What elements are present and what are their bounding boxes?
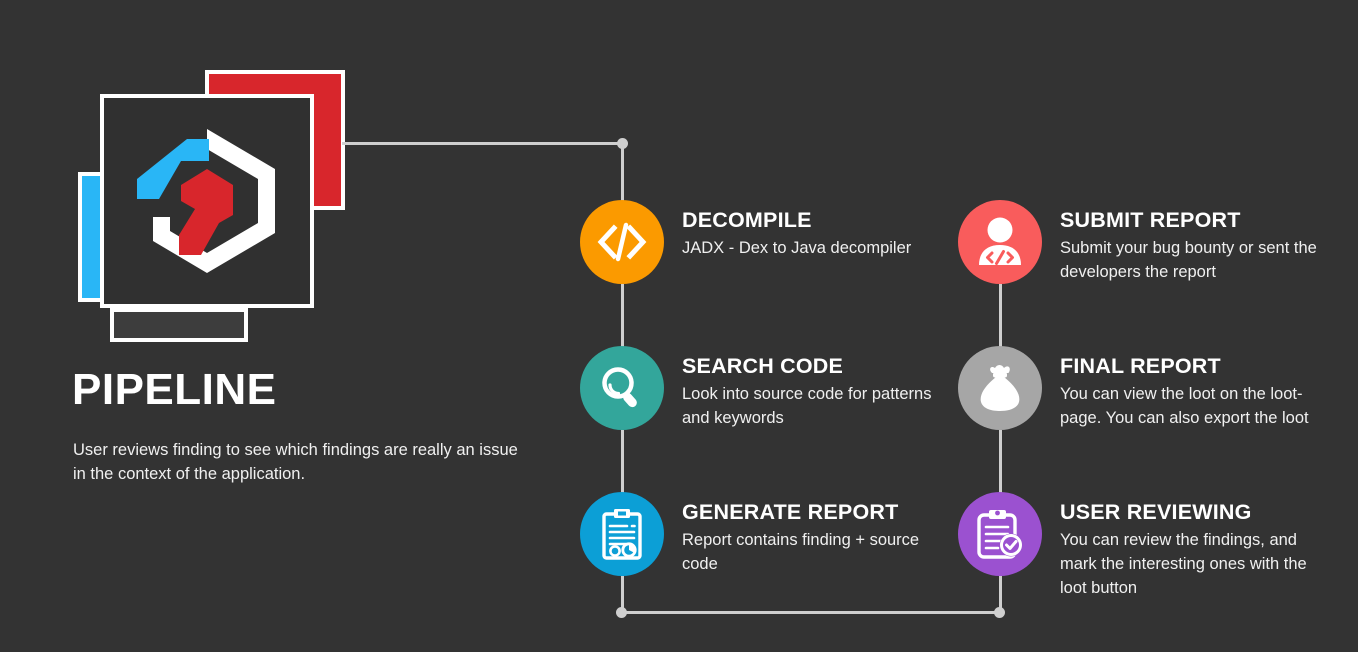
magnifier-icon: [597, 363, 647, 413]
step-search-code-text: SEARCH CODE Look into source code for pa…: [682, 354, 944, 431]
step-title: SUBMIT REPORT: [1060, 208, 1241, 232]
connector-top-horizontal: [342, 142, 624, 145]
step-title: DECOMPILE: [682, 208, 812, 232]
connector-left-bottom: [621, 576, 624, 614]
step-description: JADX - Dex to Java decompiler: [682, 239, 912, 258]
step-title: SEARCH CODE: [682, 354, 844, 378]
step-generate-report-circle[interactable]: [580, 492, 664, 576]
step-description: You can view the loot on the loot-page. …: [1060, 385, 1309, 427]
logo-card: [100, 94, 314, 308]
step-search-code-circle[interactable]: [580, 346, 664, 430]
clipboard-check-icon: [974, 507, 1026, 561]
connector-left-2-3: [621, 430, 624, 496]
step-description: You can review the findings, and mark th…: [1060, 531, 1307, 597]
money-bag-icon: [974, 362, 1026, 414]
hero-panel: PIPELINE User reviews finding to see whi…: [0, 0, 560, 652]
step-decompile-text: DECOMPILE JADX - Dex to Java decompiler: [682, 208, 944, 261]
connector-dot-bottom-left: [616, 607, 627, 618]
connector-left-1-2: [621, 284, 624, 350]
developer-person-icon: [973, 215, 1027, 269]
page-title: PIPELINE: [72, 365, 277, 414]
step-description: Submit your bug bounty or sent the devel…: [1060, 239, 1317, 281]
connector-right-bottom: [999, 576, 1002, 614]
connector-right-1-2: [999, 284, 1002, 350]
step-user-reviewing-text: USER REVIEWING You can review the findin…: [1060, 500, 1322, 600]
step-title: FINAL REPORT: [1060, 354, 1221, 378]
connector-dot-bottom-right: [994, 607, 1005, 618]
connector-left-col-entry: [621, 142, 624, 204]
step-title: GENERATE REPORT: [682, 500, 899, 524]
step-decompile-circle[interactable]: [580, 200, 664, 284]
step-generate-report-text: GENERATE REPORT Report contains finding …: [682, 500, 944, 577]
step-title: USER REVIEWING: [1060, 500, 1252, 524]
step-description: Look into source code for patterns and k…: [682, 385, 932, 427]
connector-bottom-horizontal: [621, 611, 1003, 614]
code-brackets-icon: [596, 222, 648, 262]
page-description: User reviews finding to see which findin…: [73, 441, 518, 484]
step-description: Report contains finding + source code: [682, 531, 920, 573]
step-final-report-circle[interactable]: [958, 346, 1042, 430]
step-submit-report-text: SUBMIT REPORT Submit your bug bounty or …: [1060, 208, 1322, 285]
connector-right-2-3: [999, 430, 1002, 496]
stack-card-gray: [110, 308, 248, 342]
step-user-reviewing-circle[interactable]: [958, 492, 1042, 576]
step-submit-report-circle[interactable]: [958, 200, 1042, 284]
clipboard-chart-icon: [599, 507, 645, 561]
step-final-report-text: FINAL REPORT You can view the loot on th…: [1060, 354, 1322, 431]
hexagon-code-logo: [104, 98, 310, 304]
